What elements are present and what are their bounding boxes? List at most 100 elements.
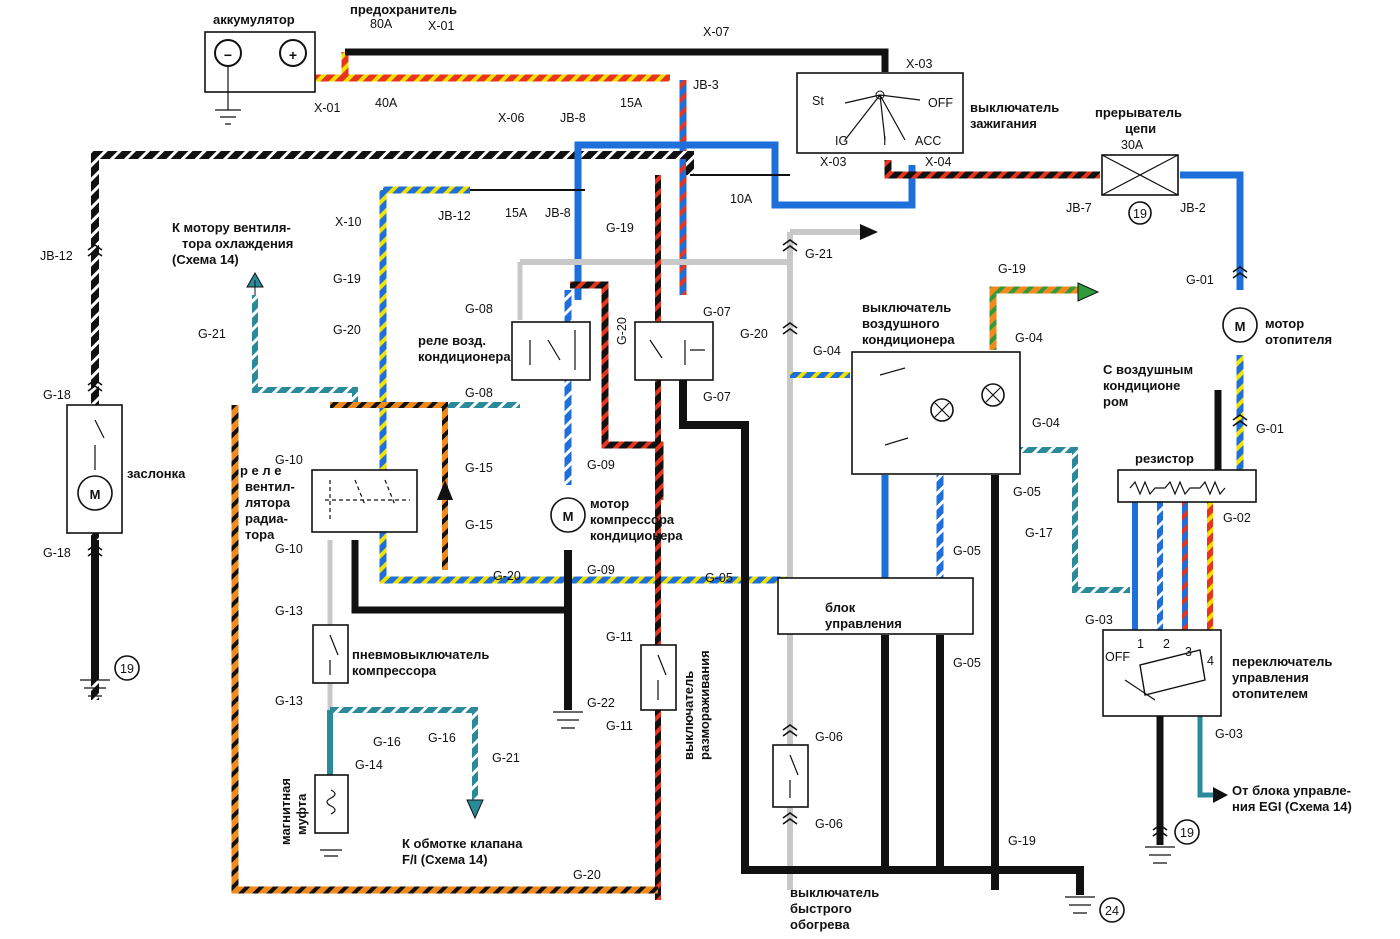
wire-g21-left: [252, 295, 358, 405]
conn-g21-c: G-21: [492, 751, 520, 765]
resistor: резистор: [1117, 451, 1257, 503]
conn-jb12-top: JB-12: [438, 209, 471, 223]
control-unit-box: [777, 577, 974, 635]
heater-motor-label-2: отопителя: [1265, 332, 1332, 347]
wire-80a-main: [345, 48, 889, 72]
ground-symbol: [215, 66, 241, 125]
clutch-label-1: магнитная: [278, 778, 293, 845]
with-ac-1: С воздушным: [1103, 362, 1193, 377]
arrow-up-fan: [246, 271, 264, 295]
heater-motor: M мотор отопителя С воздушным кондиционе…: [1103, 307, 1332, 409]
ground-symbol-clutch: [320, 849, 342, 857]
compressor-motor-circle: [550, 497, 586, 533]
conn-g04-b: G-04: [1015, 331, 1043, 345]
ac-lamp-2-x: [985, 387, 1001, 403]
pneumo-contact: [329, 634, 339, 675]
conn-g15-b: G-15: [465, 518, 493, 532]
control-unit-label-2: управления: [825, 616, 902, 631]
fan-note-1: К мотору вентиля-: [172, 220, 291, 235]
conn-g07-b: G-07: [703, 390, 731, 404]
compressor-motor-symbol: M: [563, 509, 574, 524]
heater-switch-slider: [1139, 649, 1206, 696]
wire-g19-up: [989, 286, 1080, 350]
wire-g15-loop: [330, 402, 448, 570]
compressor-label-3: кондиционера: [590, 528, 683, 543]
conn-g02: G-02: [1223, 511, 1251, 525]
ground-24: 24: [1065, 896, 1125, 923]
heater-switch-label-2: управления: [1232, 670, 1309, 685]
conn-g08-a: G-08: [465, 302, 493, 316]
conn-g20-d: G-20: [493, 569, 521, 583]
wire-relay2-down: [679, 380, 1000, 874]
ground-symbol-left: [80, 679, 110, 697]
conn-g04-c: G-04: [1032, 416, 1060, 430]
ac-lamp-1-x: [934, 402, 950, 418]
wire-ign-to-breaker: [884, 160, 1100, 179]
conn-g20-b: G-20: [615, 317, 629, 345]
conn-g20-e: G-20: [573, 868, 601, 882]
conn-g09-a: G-09: [587, 458, 615, 472]
resistor-box: [1117, 469, 1257, 503]
conn-x01-bottom: X-01: [314, 101, 340, 115]
battery-plus: +: [289, 47, 297, 63]
conn-g05-c: G-05: [705, 571, 733, 585]
conn-x07: X-07: [703, 25, 729, 39]
ign-ig: IG: [835, 134, 848, 148]
defrost-label-1: выключатель: [681, 671, 696, 760]
heater-p4: 4: [1207, 654, 1214, 668]
heater-motor-label-1: мотор: [1265, 316, 1304, 331]
breaker-label-2: цепи: [1125, 121, 1156, 136]
conn-g03-b: G-03: [1215, 727, 1243, 741]
heater-switch-box: [1102, 629, 1222, 717]
ign-st: St: [812, 94, 824, 108]
conn-g17: G-17: [1025, 526, 1053, 540]
arrow-right-egi: [1213, 787, 1228, 803]
conn-g10-a: G-10: [275, 453, 303, 467]
quick-heat-switch: выключатель быстрого обогрева: [772, 744, 879, 932]
fan-relay: р е л е вентил- лятора радиа- тора: [240, 463, 453, 542]
resistor-zigzag: [1129, 480, 1226, 496]
conn-x04: X-04: [925, 155, 951, 169]
conn-g07-a: G-07: [703, 305, 731, 319]
egi-note-2: ния EGI (Схема 14): [1232, 799, 1352, 814]
conn-g05-a: G-05: [1013, 485, 1041, 499]
battery-minus: −: [224, 47, 232, 63]
fuse-40a: 40A: [375, 96, 398, 110]
conn-g06-b: G-06: [815, 817, 843, 831]
conn-g20-c: G-20: [740, 327, 768, 341]
fan-relay-internals: [325, 479, 410, 520]
battery: − + аккумулятор: [204, 12, 316, 125]
control-unit: блок управления: [777, 577, 974, 635]
defrost-switch: выключатель размораживания: [640, 644, 712, 760]
heater-motor-circle: [1222, 307, 1258, 343]
ac-switch-label-1: выключатель: [862, 300, 951, 315]
wire-egi: [1197, 715, 1215, 798]
ground-ref-circle-left: [114, 655, 140, 681]
conn-g19-b: G-19: [333, 272, 361, 286]
conn-g14: G-14: [355, 758, 383, 772]
ground-symbol-heater: [1145, 846, 1175, 864]
ac-relay: реле возд. кондиционера: [418, 321, 591, 381]
conn-g06-a: G-06: [815, 730, 843, 744]
heater-motor-symbol: M: [1235, 319, 1246, 334]
quick-heat-label-2: быстрого: [790, 901, 852, 916]
marker-g06a: [782, 724, 798, 737]
diode-icon: [437, 480, 453, 500]
conn-g01-a: G-01: [1186, 273, 1214, 287]
wire-breaker-to-motor: [1180, 171, 1244, 290]
resistor-label: резистор: [1135, 451, 1194, 466]
valve-note-2: F/I (Схема 14): [402, 852, 488, 867]
conn-g22: G-22: [587, 696, 615, 710]
ac-switch-label-2: воздушного: [862, 316, 940, 331]
heater-p1: 1: [1137, 637, 1144, 651]
marker-g21a: [782, 239, 798, 252]
ac-relay-label-1: реле возд.: [418, 333, 486, 348]
compressor-motor: M мотор компрессора кондиционера: [550, 496, 683, 543]
conn-g13-b: G-13: [275, 694, 303, 708]
fan-relay-2: вентил-: [245, 479, 295, 494]
compressor-label-1: мотор: [590, 496, 629, 511]
clutch-box: [314, 774, 349, 834]
fan-note-3: (Схема 14): [172, 252, 239, 267]
wire-fan-relay-bot: [351, 540, 568, 614]
breaker-rating: 30A: [1121, 138, 1144, 152]
